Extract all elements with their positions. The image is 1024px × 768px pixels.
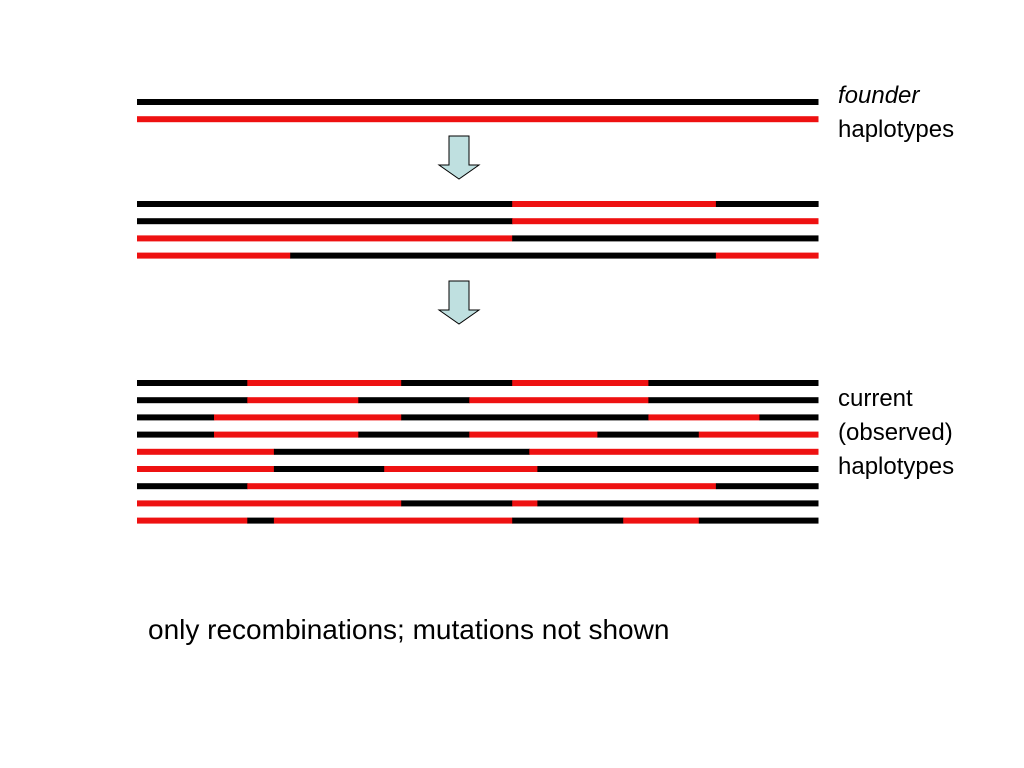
intermediate-haplotype-group [137,201,819,259]
arrows [437,135,481,325]
red-founder-segment [698,431,819,438]
red-founder-segment [623,517,700,524]
red-founder-segment [247,380,402,386]
haplotype-bar [137,431,819,438]
red-founder-segment [247,397,359,404]
red-founder-segment [648,414,760,421]
haplotype-bar [137,99,819,105]
red-founder-segment [214,431,359,438]
haplotype-bar [137,483,819,490]
black-founder-segment [401,414,649,421]
black-founder-segment [597,431,700,438]
red-founder-segment [137,252,291,259]
red-founder-segment [137,466,275,472]
haplotype-bar [137,397,819,404]
current-label-line3: haplotypes [838,453,955,480]
black-founder-segment [137,218,513,225]
current-label-line2: (observed) [838,419,953,446]
black-founder-segment [715,483,819,490]
black-founder-segment [137,380,248,386]
red-founder-segment [469,397,649,404]
haplotype-bar [137,500,819,507]
black-founder-segment [137,431,215,438]
red-founder-segment [512,201,717,207]
haplotype-bars [137,99,819,524]
red-founder-segment [137,517,248,524]
black-founder-segment [401,500,513,507]
red-founder-segment [247,483,717,490]
black-founder-segment [137,99,819,105]
black-founder-segment [648,397,819,404]
black-founder-segment [512,517,624,524]
down-arrow-icon [437,280,481,325]
haplotype-bar [137,252,819,259]
black-founder-segment [759,414,819,421]
founder-haplotypes-label: founder haplotypes [838,79,954,147]
red-founder-segment [214,414,402,421]
black-founder-segment [358,397,470,404]
haplotype-bar [137,201,819,207]
black-founder-segment [137,483,248,490]
red-founder-segment [137,500,402,507]
current-label-line1: current [838,385,913,412]
red-founder-segment [137,235,513,242]
black-founder-segment [537,466,819,472]
red-founder-segment [512,500,538,507]
haplotype-bar [137,235,819,242]
haplotype-bar [137,116,819,123]
black-founder-segment [290,252,717,259]
red-founder-segment [137,116,819,123]
black-founder-segment [137,414,215,421]
black-founder-segment [401,380,513,386]
red-founder-segment [384,466,538,472]
black-founder-segment [247,517,275,524]
haplotype-bar [137,380,819,386]
black-founder-segment [358,431,470,438]
haplotype-bar [137,448,819,455]
down-arrow-icon [437,135,481,180]
red-founder-segment [273,517,513,524]
founder-label-line2: haplotypes [838,116,955,143]
black-founder-segment [648,380,819,386]
red-founder-segment [512,380,649,386]
red-founder-segment [512,218,819,225]
black-founder-segment [512,235,819,242]
haplotype-bar [137,466,819,472]
black-founder-segment [137,201,513,207]
black-founder-segment [698,517,819,524]
black-founder-segment [273,466,385,472]
founder-haplotype-group [137,99,819,123]
red-founder-segment [715,252,819,259]
black-founder-segment [137,397,248,404]
current-haplotypes-label: current (observed) haplotypes [838,382,954,484]
black-founder-segment [273,448,530,455]
red-founder-segment [137,448,275,455]
haplotype-bar [137,414,819,421]
black-founder-segment [715,201,819,207]
caption: only recombinations; mutations not shown [148,614,670,645]
red-founder-segment [529,448,819,455]
haplotype-bar [137,218,819,225]
black-founder-segment [537,500,819,507]
haplotype-bar [137,517,819,524]
current-haplotype-group [137,380,819,524]
red-founder-segment [469,431,598,438]
founder-label-line1: founder [838,82,920,109]
